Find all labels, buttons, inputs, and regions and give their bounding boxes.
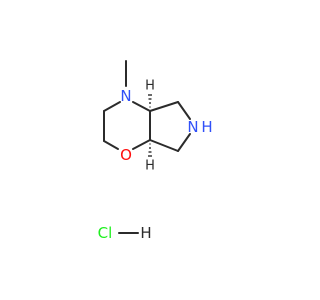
ether-oxygen-label: O	[120, 146, 132, 164]
salt-hydrogen-label: H	[140, 224, 151, 242]
amine-nitrogen-label: N	[120, 87, 131, 105]
chemical-structure-diagram: N N H O H H Cl H	[98, 60, 213, 242]
stereo-hash-bottom	[148, 143, 152, 157]
bond-c4a-n4	[132, 101, 151, 112]
bond-c4a-c5	[149, 101, 179, 112]
bond-o1-c7a	[132, 139, 151, 150]
stereo-hydrogen-top-label: H	[145, 79, 155, 94]
stereo-hydrogen-bottom-label: H	[145, 159, 155, 174]
bond-n6-c7	[177, 133, 191, 152]
bond-c2-o1	[103, 140, 119, 150]
ring-nitrogen-hydrogen-label: H	[201, 118, 212, 136]
bond-c5-n6	[177, 101, 191, 120]
ring-nitrogen-label: N	[187, 118, 198, 136]
bond-n4-c3	[103, 101, 121, 112]
chlorine-label: Cl	[98, 224, 113, 242]
bond-c7-c7a	[149, 139, 179, 152]
stereo-hash-top	[148, 94, 152, 108]
